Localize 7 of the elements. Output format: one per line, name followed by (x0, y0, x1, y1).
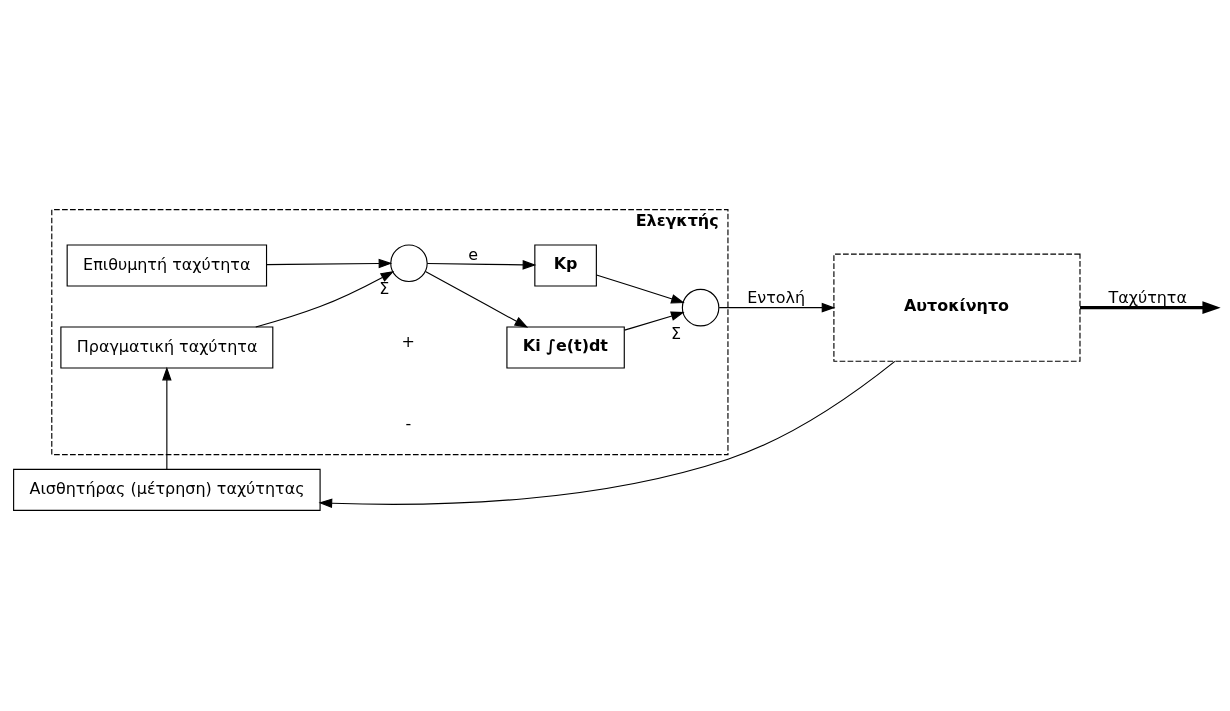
edge-label: Ταχύτητα (1108, 288, 1187, 308)
edge-label: e (468, 245, 478, 265)
label: + (401, 332, 415, 352)
node-label: Σ (670, 323, 682, 343)
node-label: Σ (379, 279, 390, 299)
label: - (405, 414, 412, 434)
edge-label: Εντολή (747, 288, 806, 308)
